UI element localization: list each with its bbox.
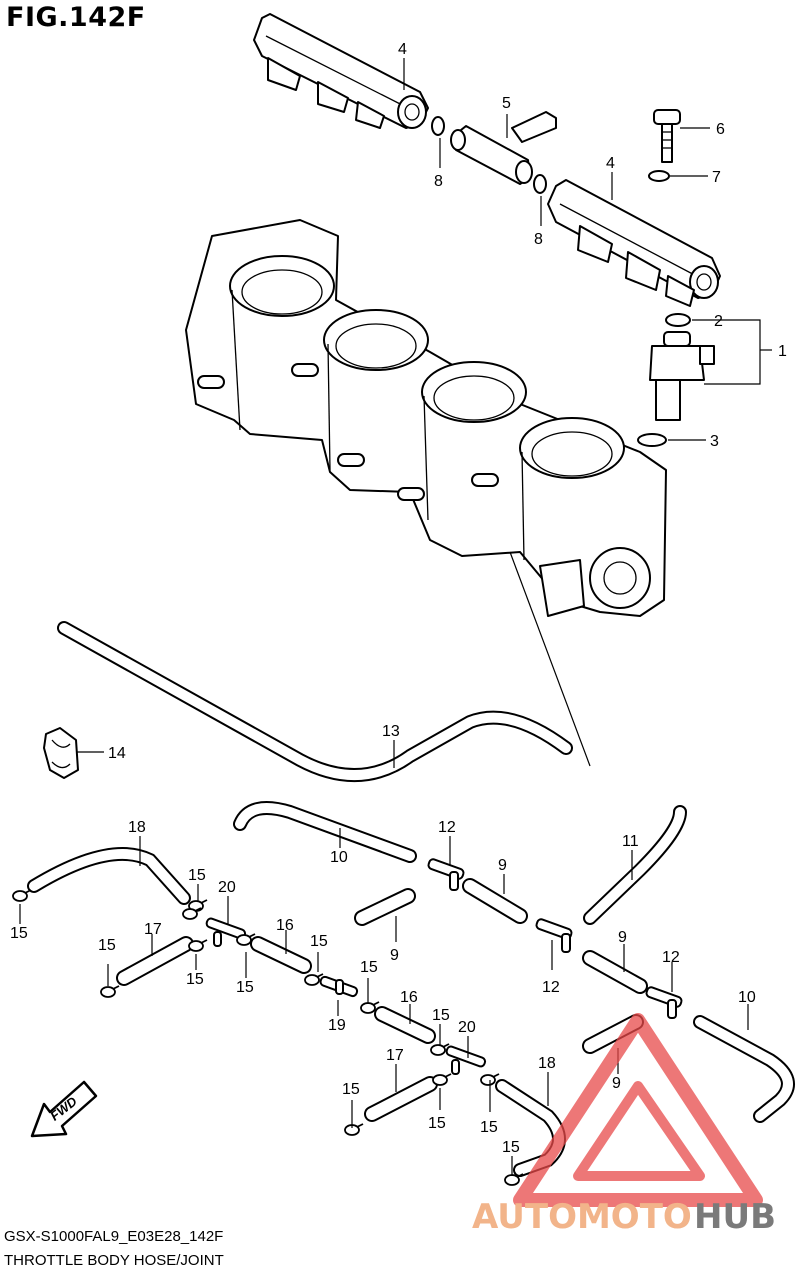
callout-15-g: 15: [236, 979, 254, 996]
callout-8-right: 8: [534, 231, 543, 248]
hose-10-upper: [233, 801, 417, 863]
t-joint-1: [427, 858, 465, 891]
clip-1: [12, 889, 32, 902]
clip-4: [188, 939, 208, 952]
long-hose: [57, 551, 591, 782]
callout-15-i: 15: [342, 1081, 360, 1098]
joint-19: [319, 975, 359, 998]
fuel-joint: [450, 111, 557, 185]
fuel-injector: [649, 331, 715, 421]
callout-15-j: 15: [428, 1115, 446, 1132]
callout-15-a: 15: [188, 867, 206, 884]
callout-9-mid: 9: [390, 947, 399, 964]
o-ring-1: [431, 116, 445, 136]
callout-11: 11: [622, 833, 639, 850]
t-joint-2: [535, 918, 573, 953]
injector-o-ring-top: [665, 313, 691, 327]
callout-4-upper: 4: [398, 41, 407, 58]
callout-9-right: 9: [618, 929, 627, 946]
tube-16-right: [374, 1006, 436, 1044]
callout-8-left: 8: [434, 173, 443, 190]
watermark-text-part1: AUTOMOTO: [472, 1197, 692, 1237]
callout-19: 19: [328, 1017, 346, 1034]
callout-numbers: 1 2 3 4 4 5 6 7 8 8 13 14 18 10 12 11 9 …: [10, 41, 787, 1156]
hose-10-lower: [693, 1015, 795, 1123]
fuel-pipe-upper: [253, 13, 429, 129]
fwd-arrow-icon: FWD: [30, 1080, 98, 1138]
callout-4-lower: 4: [606, 155, 615, 172]
callout-2: 2: [714, 313, 723, 330]
hose-18-left: [27, 847, 191, 905]
clips: [12, 889, 524, 1186]
callout-18-right: 18: [538, 1055, 556, 1072]
callout-12-upper: 12: [438, 819, 456, 836]
clip-11: [480, 1073, 500, 1086]
fuel-pipe-lower: [547, 179, 721, 307]
callout-13: 13: [382, 723, 400, 740]
callout-17-left: 17: [144, 921, 162, 938]
t-joint-3: [645, 986, 683, 1019]
tube-16-left: [250, 936, 312, 974]
tube-9-upper: [462, 878, 528, 924]
callout-15-h: 15: [432, 1007, 450, 1024]
watermark-logo: [513, 1013, 763, 1207]
joint-20-2: [445, 1045, 487, 1075]
injector-o-ring-bottom: [637, 433, 667, 447]
figure-code: GSX-S1000FAL9_E03E28_142F: [4, 1228, 224, 1245]
callout-16-right: 16: [400, 989, 418, 1006]
clip-13: [182, 907, 202, 920]
callout-7: 7: [712, 169, 721, 186]
callout-17-right: 17: [386, 1047, 404, 1064]
callout-3: 3: [710, 433, 719, 450]
callout-15-c: 15: [98, 937, 116, 954]
callout-20-left: 20: [218, 879, 236, 896]
callout-15-f: 15: [186, 971, 204, 988]
hose-11: [583, 805, 687, 925]
leader-lines: [19, 58, 772, 1176]
callout-6: 6: [716, 121, 725, 138]
tube-9-right: [582, 950, 648, 994]
callout-15-k: 15: [480, 1119, 498, 1136]
callout-5: 5: [502, 95, 511, 112]
watermark-text-part2: HUB: [694, 1197, 776, 1237]
callout-10-upper: 10: [330, 849, 348, 866]
callout-16-left: 16: [276, 917, 294, 934]
clip-12: [504, 1173, 524, 1186]
callout-20-right: 20: [458, 1019, 476, 1036]
callout-18-left: 18: [128, 819, 146, 836]
screw: [653, 109, 681, 163]
callout-15-e: 15: [360, 959, 378, 976]
clip-8: [430, 1043, 450, 1056]
clip-9: [344, 1123, 364, 1136]
washer: [648, 170, 670, 182]
clip-6: [304, 973, 324, 986]
tube-17-left: [116, 936, 194, 986]
clip-5: [236, 933, 256, 946]
hose-clamp-bracket: [43, 727, 79, 779]
callout-10-lower: 10: [738, 989, 756, 1006]
callout-12-mid: 12: [542, 979, 560, 996]
tube-9-mid: [354, 888, 416, 926]
throttle-body-assembly: [185, 219, 667, 617]
callout-12-right: 12: [662, 949, 680, 966]
figure-caption: THROTTLE BODY HOSE/JOINT: [4, 1252, 224, 1269]
callout-9-lower: 9: [612, 1075, 621, 1092]
callout-14: 14: [108, 745, 126, 762]
callout-9-upper: 9: [498, 857, 507, 874]
o-ring-2: [533, 174, 547, 194]
tube-17-right: [364, 1076, 438, 1122]
clip-10: [432, 1073, 452, 1086]
callout-15-d: 15: [310, 933, 328, 950]
callout-15-b: 15: [10, 925, 28, 942]
figure-title: FIG.142F: [6, 2, 146, 33]
t-joints: [205, 858, 683, 1075]
callout-1: 1: [778, 343, 787, 360]
callout-15-l: 15: [502, 1139, 520, 1156]
clip-2: [100, 985, 120, 998]
